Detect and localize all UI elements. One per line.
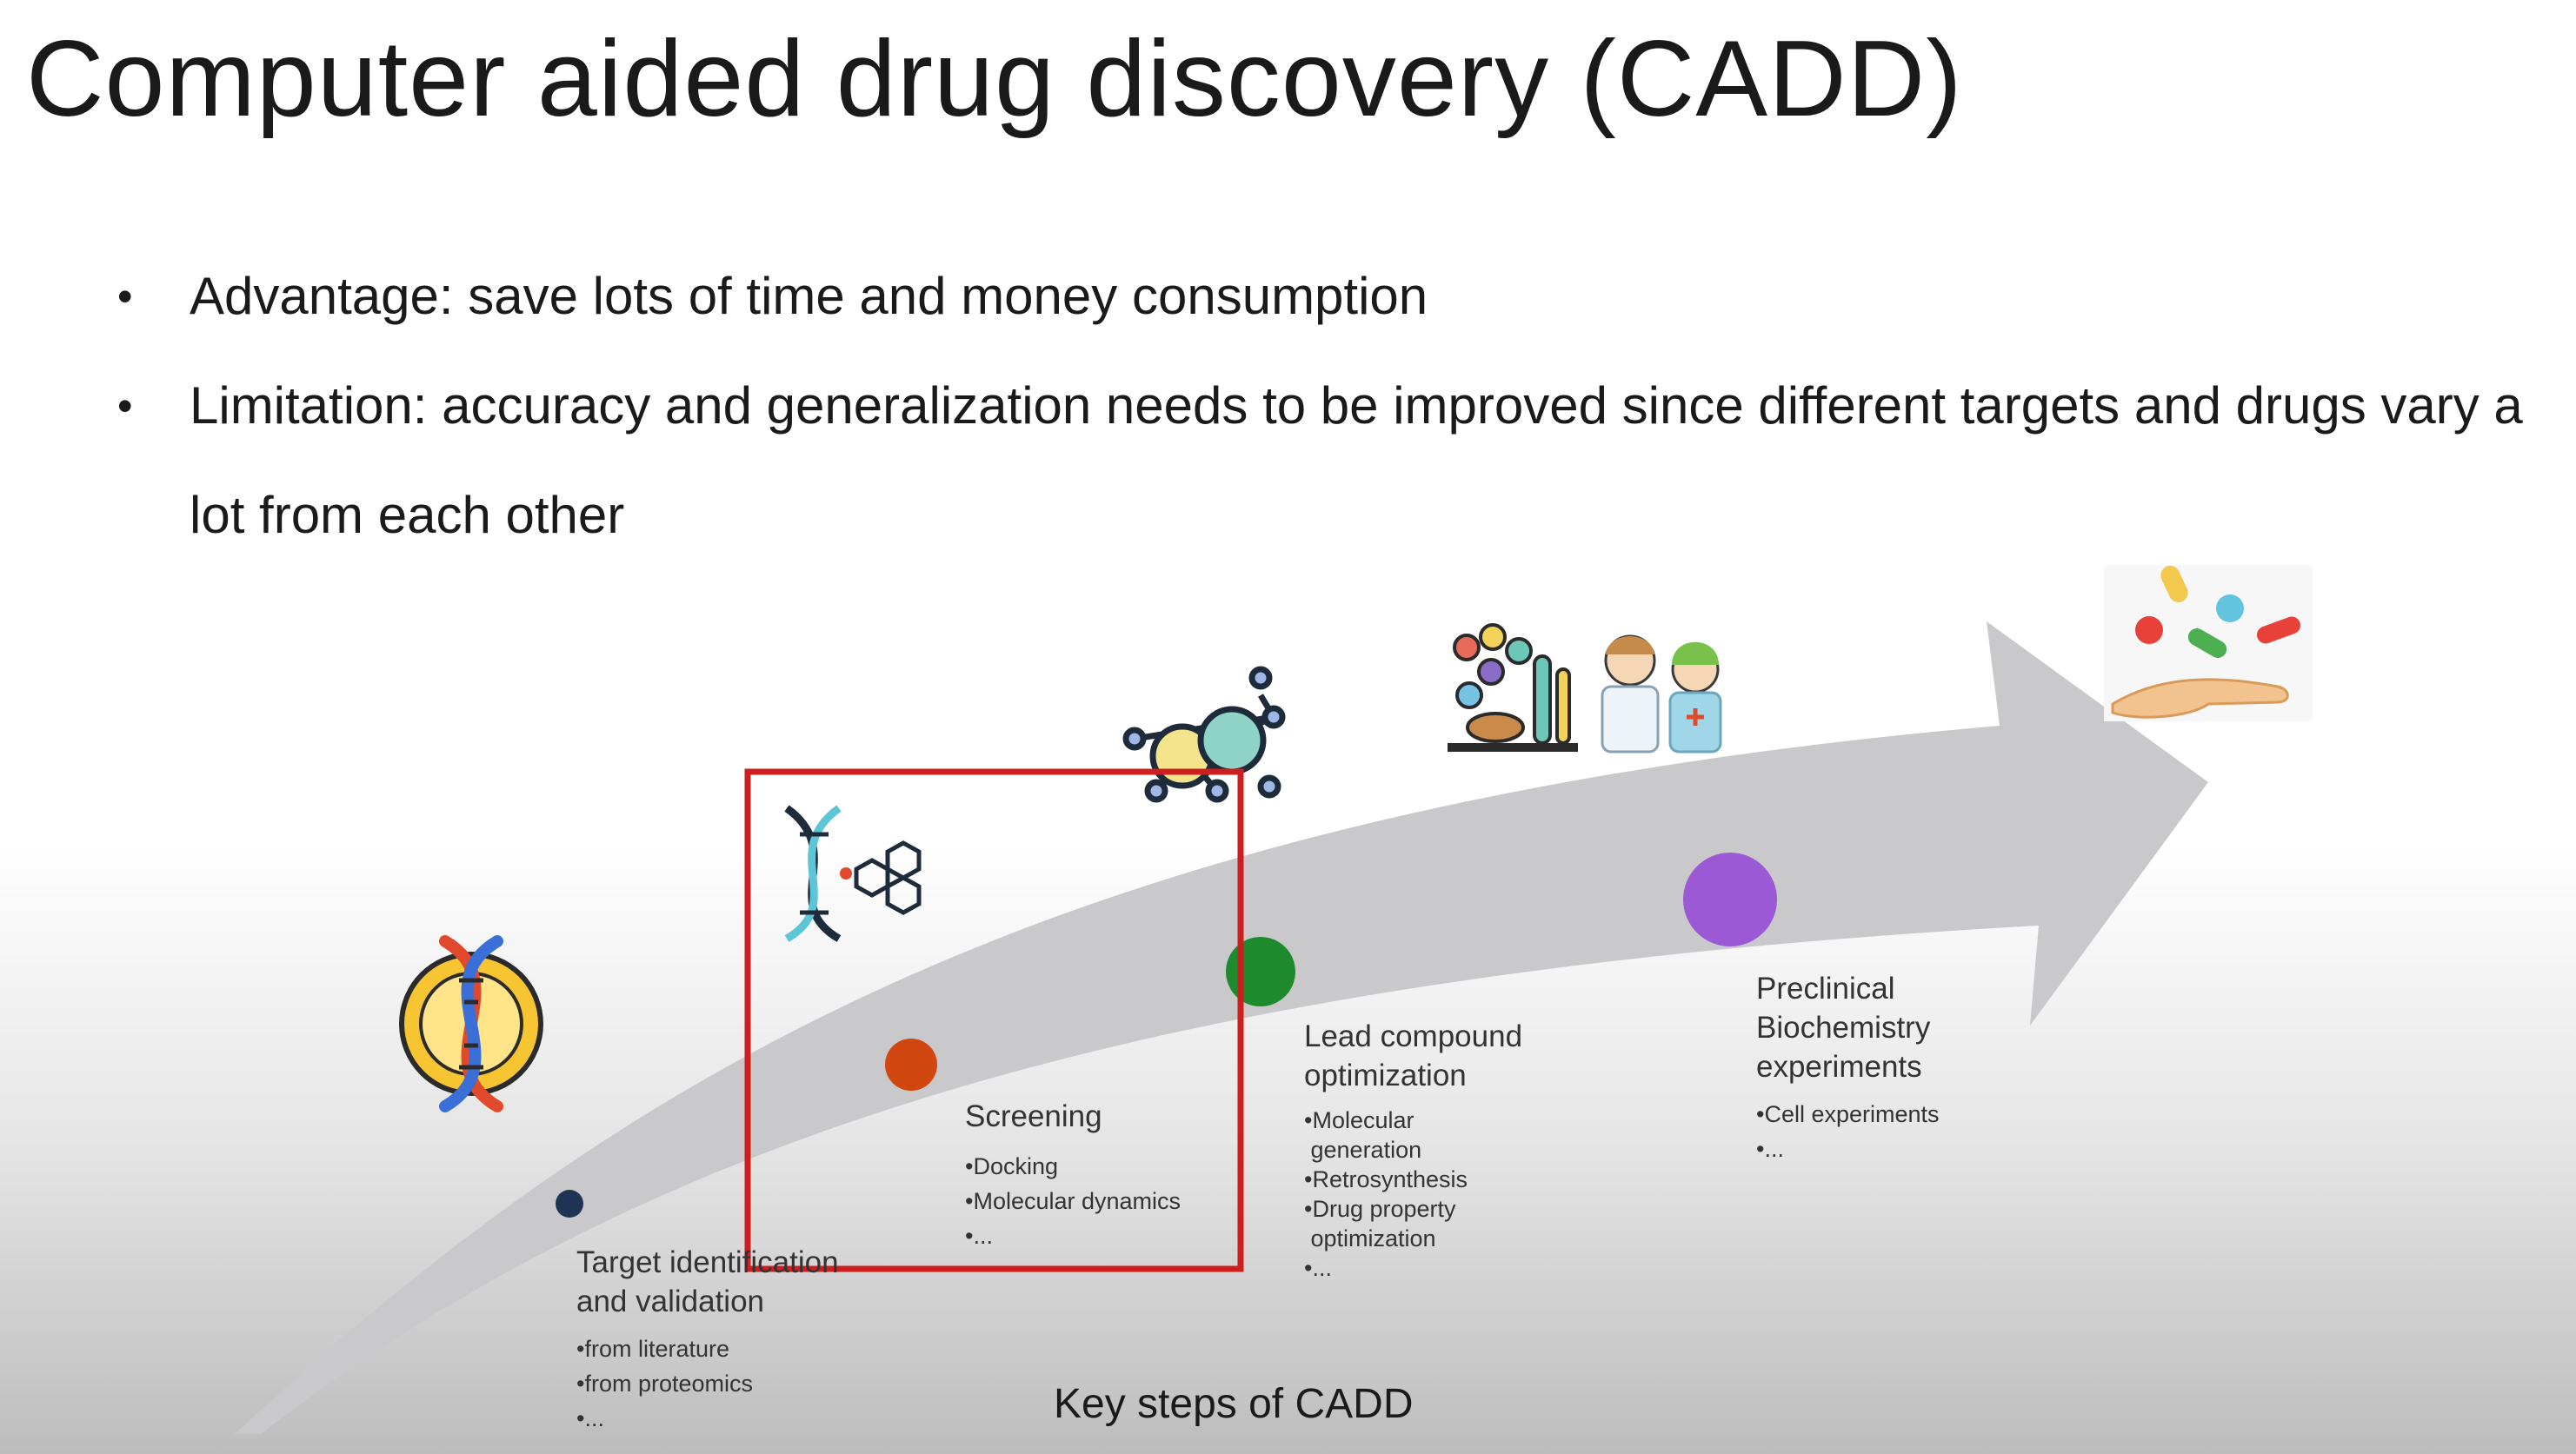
- step-title-line: and validation: [576, 1285, 764, 1318]
- step-items-target: •from literature •from proteomics •...: [576, 1331, 753, 1436]
- bullet-marker: •: [117, 272, 133, 321]
- step-item: •Drug property: [1304, 1196, 1456, 1222]
- bullet-list: • Advantage: save lots of time and money …: [113, 242, 2547, 570]
- dna-molecule-icon: [784, 805, 922, 942]
- step-item: •...: [1304, 1255, 1332, 1281]
- step-title-screening: Screening: [965, 1097, 1102, 1136]
- step-item: •Molecular dynamics: [965, 1188, 1181, 1214]
- step-dot-preclinical: [1683, 853, 1777, 946]
- step-title-line: Biochemistry: [1756, 1011, 1931, 1045]
- step-title-line: Screening: [965, 1099, 1102, 1133]
- step-title-line: Preclinical: [1756, 972, 1895, 1006]
- step-item: optimization: [1304, 1225, 1436, 1252]
- step-title-preclinical: Preclinical Biochemistry experiments: [1756, 969, 1930, 1086]
- slide-title: Computer aided drug discovery (CADD): [26, 19, 1963, 139]
- bullet-text: Advantage: save lots of time and money c…: [190, 267, 1428, 325]
- step-title-line: experiments: [1756, 1050, 1922, 1084]
- step-item: •Cell experiments: [1756, 1101, 1940, 1127]
- step-title-line: Lead compound: [1304, 1019, 1523, 1053]
- step-item: •...: [1756, 1136, 1784, 1162]
- step-title-lead-optimization: Lead compound optimization: [1304, 1017, 1522, 1095]
- step-item: generation: [1304, 1137, 1422, 1163]
- progress-arrow: [235, 621, 2208, 1434]
- step-items-lead-optimization: •Molecular generation •Retrosynthesis •D…: [1304, 1105, 1468, 1283]
- bullet-marker: •: [117, 382, 133, 430]
- step-item: •...: [965, 1223, 993, 1249]
- lab-and-doctors-icon: [1448, 623, 1722, 754]
- step-title-target: Target identification and validation: [576, 1243, 839, 1321]
- step-title-line: optimization: [1304, 1059, 1467, 1092]
- step-item: •from proteomics: [576, 1371, 754, 1397]
- step-item: •Docking: [965, 1153, 1058, 1179]
- bullet-text: Limitation: accuracy and generalization …: [190, 376, 2523, 544]
- diagram-caption: Key steps of CADD: [1054, 1381, 1414, 1427]
- step-item: •...: [576, 1405, 604, 1431]
- bullet-advantage: • Advantage: save lots of time and money …: [113, 242, 2547, 351]
- dna-icon: [399, 935, 543, 1112]
- molecule-structure-icon: [1122, 666, 1286, 803]
- step-item: •Retrosynthesis: [1304, 1166, 1468, 1192]
- step-item: •from literature: [576, 1336, 730, 1362]
- step-items-screening: •Docking •Molecular dynamics •...: [965, 1149, 1181, 1253]
- bullet-limitation: • Limitation: accuracy and generalization…: [113, 351, 2547, 570]
- step-dot-lead-optimization: [1226, 937, 1295, 1006]
- step-dot-screening: [885, 1039, 937, 1091]
- step-items-preclinical: •Cell experiments •...: [1756, 1097, 1940, 1166]
- pills-in-hand-icon: [2104, 565, 2313, 721]
- step-dot-target: [556, 1190, 583, 1218]
- step-title-line: Target identification: [576, 1245, 839, 1279]
- screening-highlight-box: [744, 768, 1244, 1272]
- step-item: •Molecular: [1304, 1107, 1414, 1133]
